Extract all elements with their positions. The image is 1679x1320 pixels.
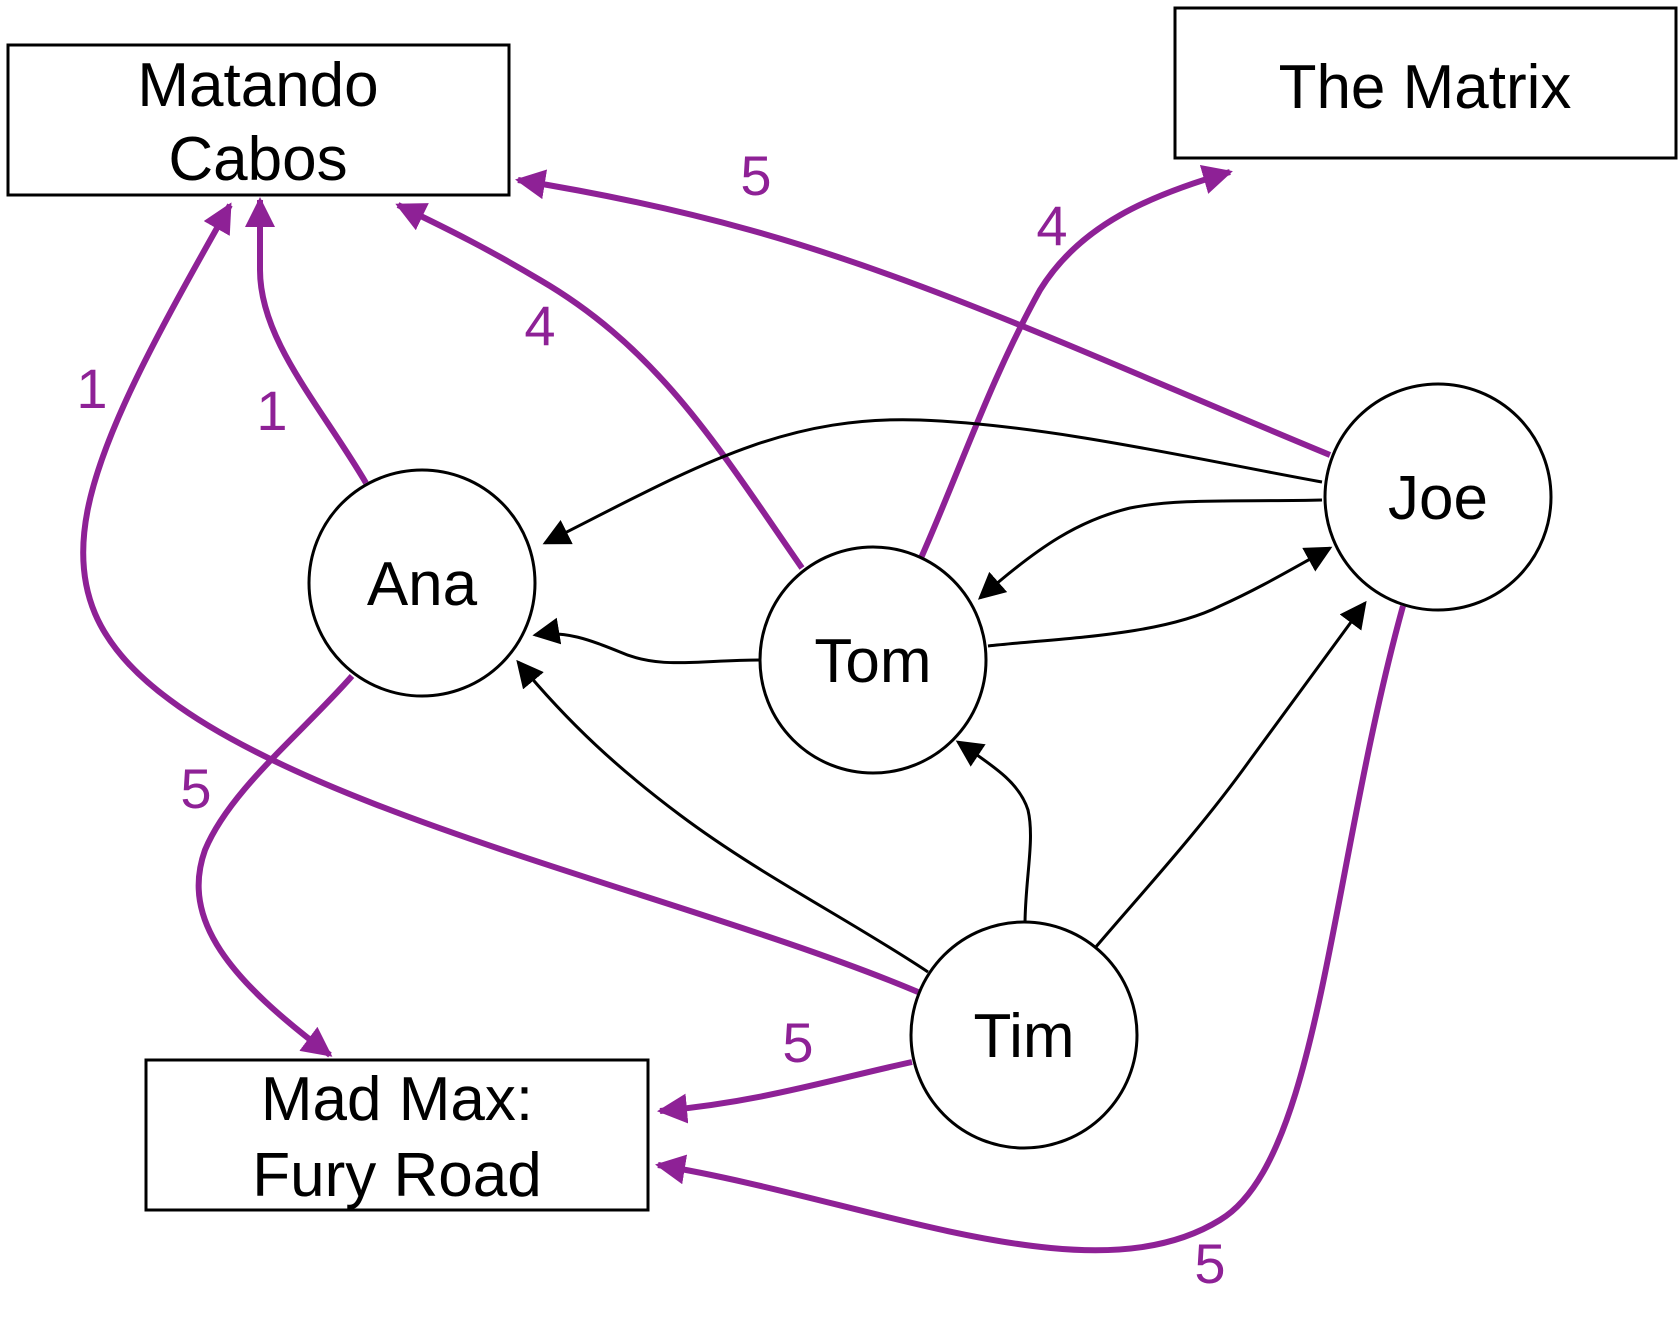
follow-edge-tim-ana [516, 659, 929, 974]
rating-label: 5 [1194, 1232, 1225, 1295]
person-label: Tom [814, 627, 931, 696]
follow-edge-joe-ana [542, 418, 1323, 545]
rating-edge-tim-matando [80, 202, 920, 995]
rating-edge-tom-matando [395, 202, 805, 570]
rating-edge-joe-madmax [655, 605, 1406, 1254]
person-node-tim: Tim [909, 920, 1139, 1150]
person-label: Ana [367, 550, 478, 619]
rating-labels: 1 1 4 5 4 5 5 5 [76, 144, 1225, 1295]
rating-edge-ana-madmax [195, 674, 355, 1058]
person-node-tom: Tom [758, 545, 988, 775]
rating-label: 1 [76, 357, 107, 420]
movie-box-matando-cabos: Matando Cabos [6, 43, 511, 197]
follow-edge-tom-joe [987, 546, 1333, 648]
movie-label-line: Fury Road [252, 1141, 541, 1210]
movie-label-line: The Matrix [1279, 53, 1572, 122]
movie-label-line: Mad Max: [261, 1065, 533, 1134]
movie-label-line: Matando [137, 51, 378, 120]
person-node-joe: Joe [1323, 382, 1553, 612]
follow-edge-tim-joe [1093, 600, 1367, 949]
rating-label: 5 [180, 757, 211, 820]
movie-box-mad-max: Mad Max: Fury Road [144, 1058, 650, 1212]
person-label: Joe [1388, 464, 1488, 533]
rating-edge-ana-matando [245, 197, 369, 485]
rating-label: 4 [524, 294, 555, 357]
follow-edge-tom-ana [532, 617, 761, 665]
movie-label-line: Cabos [168, 125, 347, 194]
rating-edge-joe-matando [515, 169, 1332, 458]
person-label: Tim [974, 1002, 1075, 1071]
rating-label: 5 [740, 144, 771, 207]
rating-edges [80, 165, 1406, 1254]
follow-edge-tim-tom [955, 740, 1032, 926]
follow-edges [516, 418, 1367, 974]
rating-label: 5 [782, 1011, 813, 1074]
rating-label: 1 [256, 379, 287, 442]
rating-edge-tim-madmax [657, 1059, 913, 1124]
rating-edge-tom-matrix [918, 165, 1233, 560]
movie-box-the-matrix: The Matrix [1173, 6, 1678, 160]
rating-label: 4 [1036, 194, 1067, 257]
person-node-ana: Ana [307, 468, 537, 698]
follow-edge-joe-tom [977, 498, 1323, 600]
